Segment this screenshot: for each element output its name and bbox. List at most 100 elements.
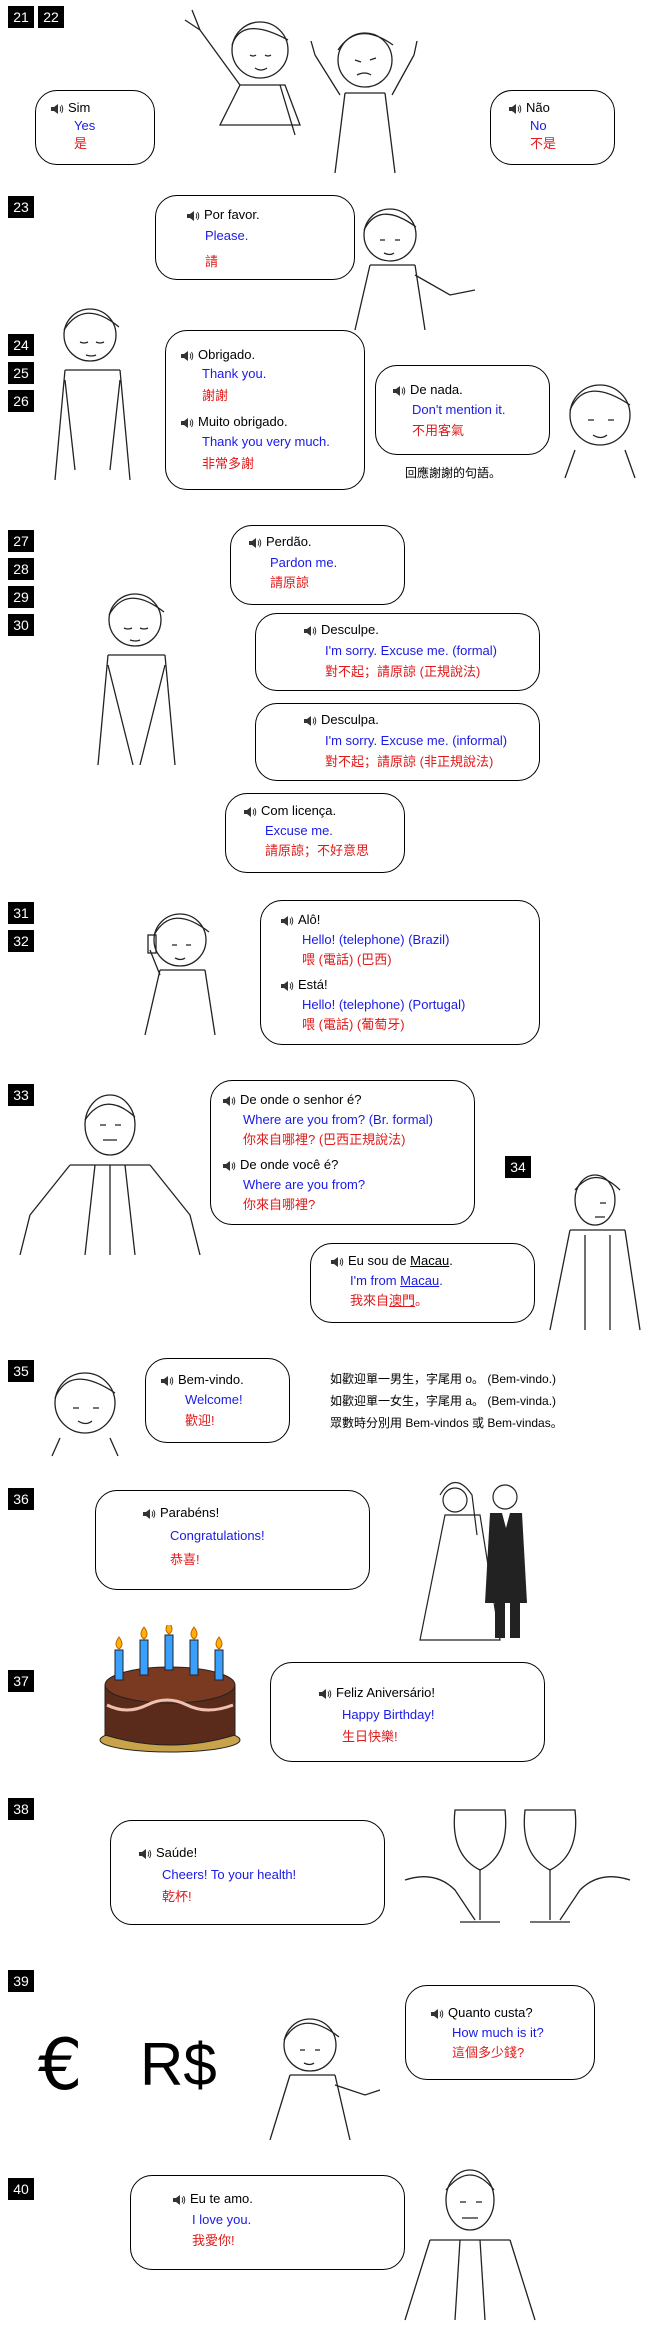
chinese-text: 謝謝 (202, 388, 229, 403)
english-text: Pardon me. (270, 555, 338, 570)
portuguese-text: Muito obrigado. (198, 414, 288, 429)
english-text: Happy Birthday! (342, 1707, 435, 1722)
speaker-icon[interactable] (280, 980, 294, 992)
speaker-icon[interactable] (318, 1688, 332, 1700)
speaker-icon[interactable] (222, 1160, 236, 1172)
speaker-icon[interactable] (430, 2008, 444, 2020)
wine-glasses-illustration (404, 1809, 631, 1923)
boy-thanks-illustration (54, 308, 131, 481)
portuguese-text: De onde você é? (240, 1157, 339, 1172)
english-text: I'm from Macau. (350, 1273, 443, 1288)
speech-bubble-sim (35, 90, 155, 165)
speech-bubble-eu-te-amo (130, 2175, 405, 2270)
speaker-icon[interactable] (280, 915, 294, 927)
chinese-text: 請原諒 (270, 575, 310, 590)
portuguese-text: Desculpa. (321, 712, 379, 727)
english-text: Cheers! To your health! (162, 1867, 297, 1882)
chinese-text: 恭喜! (170, 1552, 200, 1567)
phrase-number: 34 (505, 1156, 531, 1178)
speech-bubble-de-nada (375, 365, 550, 455)
phrase-number: 32 (8, 930, 34, 952)
speaker-icon[interactable] (50, 103, 64, 115)
english-text: Thank you very much. (202, 434, 330, 449)
speaker-icon[interactable] (186, 210, 200, 222)
speaker-icon[interactable] (303, 625, 317, 637)
birthday-cake-illustration (99, 1625, 241, 1753)
boys-yes-no-illustration (184, 9, 418, 174)
chinese-text: 這個多少錢? (452, 2045, 525, 2060)
speaker-icon[interactable] (180, 417, 194, 429)
english-text: Hello! (telephone) (Portugal) (302, 997, 466, 1012)
phrase-number: 35 (8, 1360, 34, 1382)
speaker-icon[interactable] (392, 385, 406, 397)
chinese-text: 我來自澳門。 (350, 1293, 429, 1308)
phrase-number: 24 (8, 334, 34, 356)
phrase-number: 25 (8, 362, 34, 384)
phrase-number: 39 (8, 1970, 34, 1992)
phrase-number: 33 (8, 1084, 34, 1106)
man-love-illustration (404, 2169, 536, 2321)
speaker-icon[interactable] (138, 1848, 152, 1860)
wedding-couple-illustration (419, 1481, 527, 1641)
man-where-from-illustration (19, 1094, 201, 1255)
chinese-text: 你來自哪裡? (巴西正規說法) (243, 1132, 406, 1147)
phrase-number: 26 (8, 390, 34, 412)
speech-bubble-por-favor (155, 195, 355, 280)
man-from-macau-illustration (549, 1174, 641, 1331)
speaker-icon[interactable] (142, 1508, 156, 1520)
chinese-text: 我愛你! (192, 2233, 235, 2248)
speech-bubble-saude (110, 1820, 385, 1925)
speaker-icon[interactable] (180, 350, 194, 362)
english-text: I love you. (192, 2212, 252, 2227)
phrase-number: 40 (8, 2178, 34, 2200)
boy-how-much-illustration (269, 2018, 381, 2140)
portuguese-text: Com licença. (261, 803, 337, 818)
speech-bubble-com-licenca (225, 793, 405, 873)
usage-note: 如歡迎單一女生，字尾用 a。 (Bem-vinda.) (330, 1394, 557, 1408)
speech-bubble-quanto-custa (405, 1985, 595, 2080)
speaker-icon[interactable] (243, 806, 257, 818)
speech-bubble-perdao (230, 525, 405, 605)
speaker-icon[interactable] (330, 1256, 344, 1268)
speech-bubble-eu-sou-de-macau (310, 1243, 535, 1323)
chinese-text: 乾杯! (162, 1889, 192, 1904)
portuguese-text: Não (526, 100, 550, 115)
portuguese-text: Feliz Aniversário! (336, 1685, 435, 1700)
english-text: Yes (74, 118, 96, 133)
speaker-icon[interactable] (303, 715, 317, 727)
phrase-number: 22 (38, 6, 64, 28)
portuguese-text: Quanto custa? (448, 2005, 533, 2020)
chinese-text: 不是 (530, 136, 557, 151)
speaker-icon[interactable] (160, 1375, 174, 1387)
boy-please-illustration (354, 208, 476, 330)
english-text: Where are you from? (243, 1177, 366, 1192)
speech-bubble-desculpe (255, 613, 540, 691)
english-text: Where are you from? (Br. formal) (243, 1112, 433, 1127)
euro-symbol: € (38, 2024, 83, 2106)
phrase-number: 21 (8, 6, 34, 28)
portuguese-text: Está! (298, 977, 328, 992)
portuguese-text: Bem-vindo. (178, 1372, 244, 1387)
chinese-text: 對不起；請原諒 (非正規說法) (325, 754, 494, 769)
boy-sorry-illustration (97, 593, 176, 766)
speech-bubble-parabens (95, 1490, 370, 1590)
english-text: Please. (205, 228, 249, 243)
speech-bubble-desculpa (255, 703, 540, 781)
boy-telephone-illustration (144, 913, 216, 1036)
speaker-icon[interactable] (248, 537, 262, 549)
phrase-number: 38 (8, 1798, 34, 1820)
english-text: Don't mention it. (412, 402, 506, 417)
boy-de-nada-illustration (564, 384, 636, 479)
speaker-icon[interactable] (172, 2194, 186, 2206)
speech-bubble-feliz-aniversario (270, 1662, 545, 1762)
phrase-number: 28 (8, 558, 34, 580)
speech-bubble-bem-vindo (145, 1358, 290, 1443)
speaker-icon[interactable] (508, 103, 522, 115)
portuguese-text: De onde o senhor é? (240, 1092, 362, 1107)
chinese-text: 喂 (電話) (巴西) (302, 952, 392, 967)
english-text: Thank you. (202, 366, 267, 381)
speaker-icon[interactable] (222, 1095, 236, 1107)
chinese-text: 是 (74, 136, 88, 151)
phrase-number: 36 (8, 1488, 34, 1510)
portuguese-text: Alô! (298, 912, 321, 927)
